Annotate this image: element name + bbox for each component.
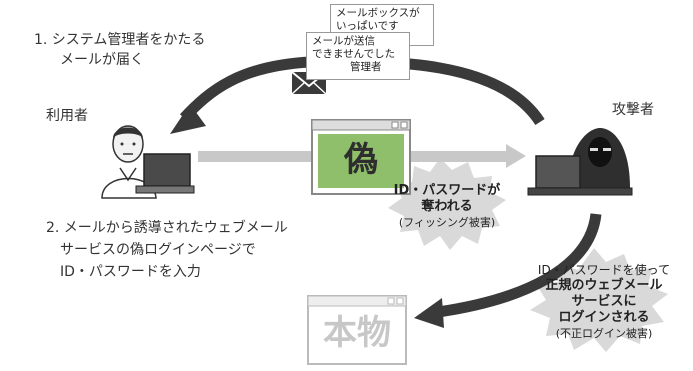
flow-arrow-head [506,144,526,168]
phishing-line2: 奪われる [421,199,473,214]
step1-line1: 1. システム管理者をかたる [34,32,206,48]
phishing-burst-text: ID・パスワードが 奪われる (フィッシング被害) [378,183,516,231]
user-label: 利用者 [46,108,88,124]
mail-note-back-line2: いっぱいです [336,20,399,32]
login-line2: 正規のウェブメール [545,278,663,293]
step1-line2: メールが届く [60,52,144,68]
fake-page-label: 偽 [344,140,378,180]
arc-arrow-to-real [437,213,602,318]
mail-note-front-line2: できませんでした [312,48,396,60]
mail-note-front-line1: メールが送信 [312,35,375,47]
step2-line2: サービスの偽ログインページで [60,242,256,258]
login-burst-text: ID・パスワードを使って 正規のウェブメール サービスに ログインされる (不正… [520,262,688,342]
login-line3: サービスに [571,294,637,309]
arc-arrow-to-real-head [414,298,444,328]
attacker-label: 攻撃者 [612,102,654,118]
phishing-line1: ID・パスワードが [393,183,501,198]
login-line1: ID・パスワードを使って [537,263,671,277]
mail-note-front: メールが送信 できませんでした 管理者 [306,32,410,80]
step2-line3: ID・パスワードを入力 [60,264,201,280]
fake-page [311,119,411,195]
hooded-attacker-icon [527,128,633,196]
mail-note-front-line3: 管理者 [350,61,382,73]
real-page-label: 本物 [323,313,391,353]
mail-note-back-line1: メールボックスが [336,7,420,19]
person-at-laptop-icon [101,125,195,199]
phishing-burst [388,158,506,250]
step2-line1: 2. メールから誘導されたウェブメール [46,220,288,236]
phishing-line3: (フィッシング被害) [398,216,496,229]
real-page [307,295,407,365]
login-line5: (不正ログイン被害) [555,327,653,340]
login-line4: ログインされる [558,310,650,325]
arc-arrow-to-user-head [170,104,206,134]
login-burst [530,248,668,352]
